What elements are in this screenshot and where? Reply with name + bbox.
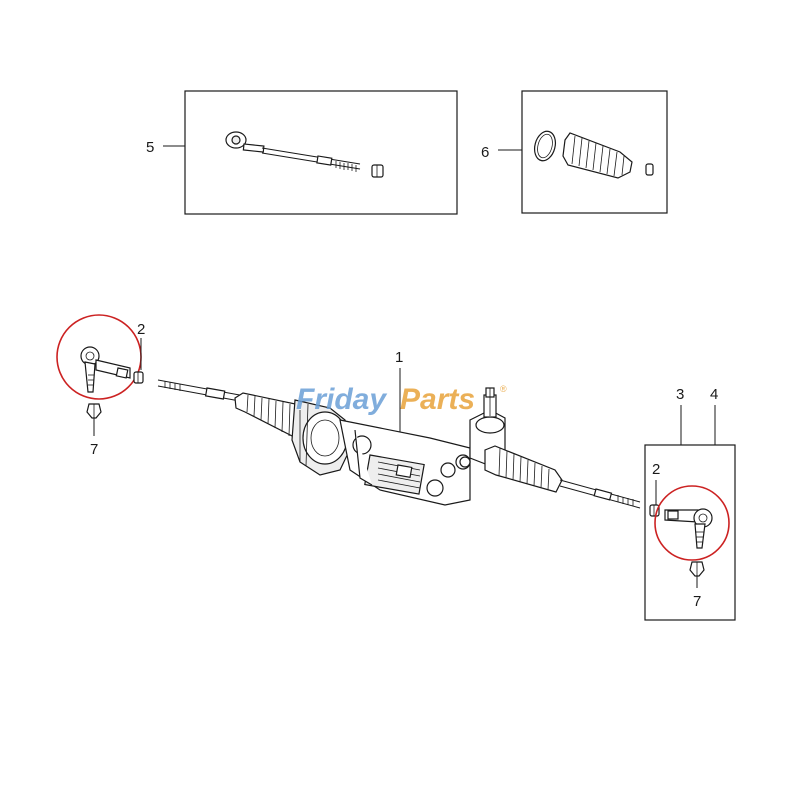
left-tie-rod-end-group: 2 7 [56,314,145,458]
left-jam-nut-icon [133,371,144,384]
left-outer-tie-rod-icon [80,346,131,393]
right-outer-tie-rod-icon [664,508,713,549]
watermark-part2: Parts [400,383,475,416]
callout-7-right: 7 [693,593,701,610]
callout-1: 1 [395,349,403,366]
right-tie-rod-end-frame [644,444,736,621]
callout-4: 4 [710,386,718,403]
callout-3: 3 [676,386,684,403]
inner-tie-rod-panel: 5 [146,90,458,215]
clamp-icon [533,130,557,162]
callout-5: 5 [146,139,154,156]
watermark-part1: Friday [296,383,387,416]
callout-7-left: 7 [90,441,98,458]
callout-2-left: 2 [137,321,145,338]
inner-tie-rod-frame [184,90,458,215]
left-castle-nut-icon [86,403,102,419]
right-tie-rod-end-panel: 3 4 2 7 [644,386,736,621]
small-clamp-icon [645,163,654,176]
right-highlight-circle [654,485,730,561]
watermark-logo: Friday Parts ® [296,383,507,416]
bellows-boot-panel: 6 [481,90,668,214]
steering-rack-icon [157,379,641,509]
inner-tie-rod-icon [225,131,361,172]
watermark-symbol: ® [500,384,507,394]
right-castle-nut-icon [689,561,705,577]
jam-nut-icon [371,164,384,178]
callout-2-right: 2 [652,461,660,478]
bellows-boot-icon [562,132,633,179]
callout-6: 6 [481,144,489,161]
